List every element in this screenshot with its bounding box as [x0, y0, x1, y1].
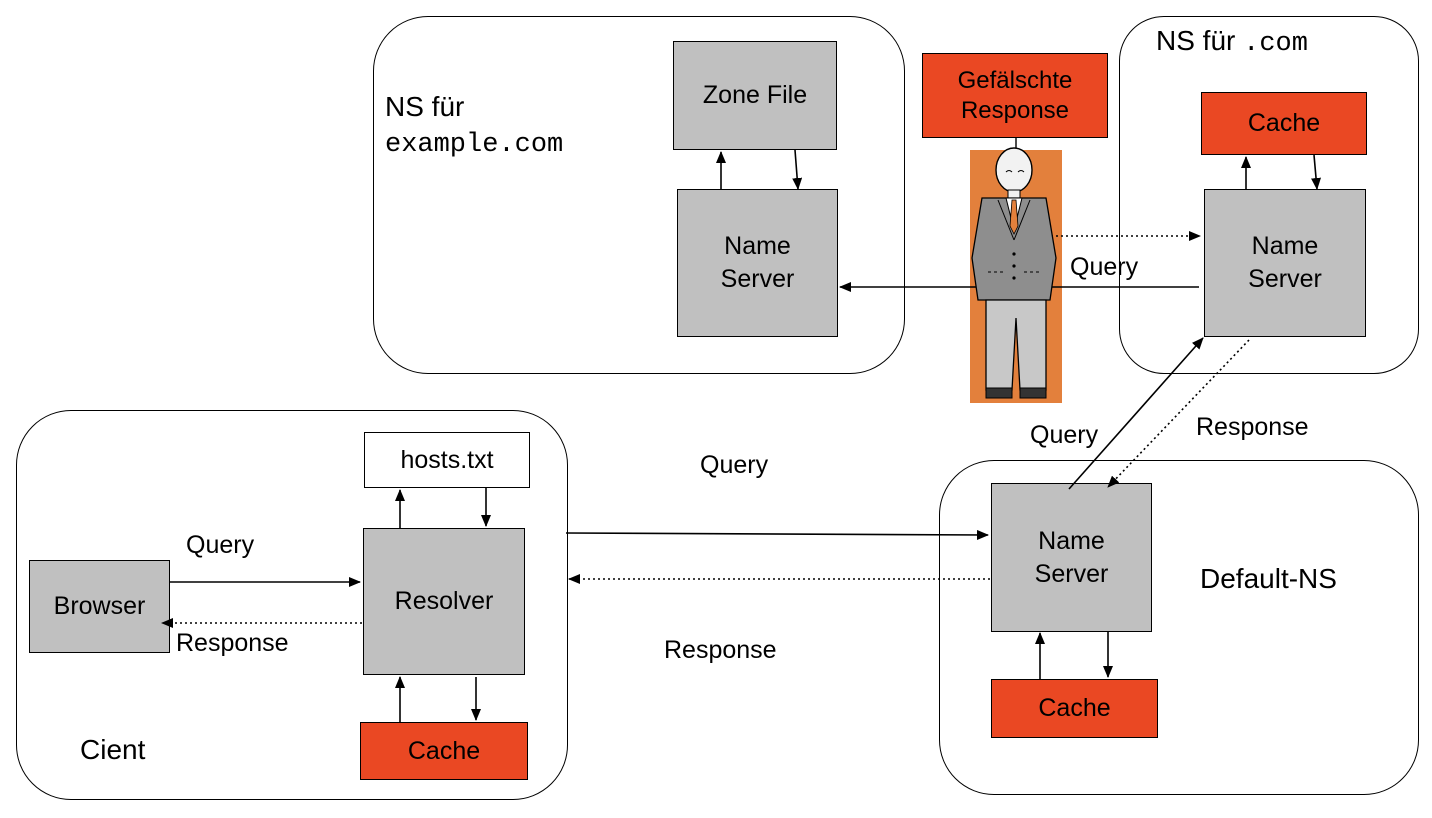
- ns-com-title: NS für .com: [1156, 25, 1308, 60]
- query-top-label: Query: [1070, 253, 1139, 281]
- ns-example-domain: example.com: [385, 130, 564, 160]
- resolver-label: Resolver: [394, 587, 494, 615]
- browser-box: Browser: [29, 560, 170, 653]
- ns-com-cache: Cache: [1201, 92, 1367, 155]
- arrow-query-default-to-com: [1068, 337, 1204, 490]
- ns-example-name-server-line2: Server: [720, 265, 795, 293]
- arrow-zone-to-ns: [792, 149, 803, 190]
- attacker-figure-icon: [971, 138, 1057, 399]
- default-ns-title: Default-NS: [1200, 563, 1337, 594]
- response-center-label: Response: [664, 636, 777, 664]
- zone-file-label: Zone File: [702, 81, 808, 109]
- default-ns-name-server-line2: Server: [1034, 559, 1109, 588]
- browser-label: Browser: [53, 592, 146, 620]
- fake-response-line1: Gefälschte: [957, 66, 1073, 94]
- query-center-label: Query: [700, 451, 769, 479]
- ns-com-title-domain: .com: [1243, 29, 1308, 59]
- ns-com-name-server-line2: Server: [1248, 265, 1322, 293]
- hosts-file-label: hosts.txt: [400, 445, 494, 474]
- arrow-response-com-to-default: [1107, 339, 1250, 488]
- default-ns-cache: Cache: [991, 679, 1158, 738]
- arrow-com-cache-to-ns: [1311, 154, 1322, 190]
- client-cache: Cache: [360, 722, 528, 780]
- client-title: Cient: [80, 734, 146, 765]
- arrow-query-resolver-to-default: [565, 529, 989, 540]
- default-ns-cache-label: Cache: [1038, 694, 1111, 722]
- ns-example-title: NS für: [385, 91, 465, 122]
- ns-example-name-server-line1: Name: [724, 232, 791, 260]
- ns-com-cache-label: Cache: [1247, 109, 1321, 137]
- client-query-label: Query: [186, 531, 255, 559]
- client-response-label: Response: [176, 629, 289, 657]
- default-ns-name-server-line1: Name: [1038, 526, 1105, 555]
- response-diagonal-label: Response: [1196, 413, 1309, 441]
- query-diagonal-label: Query: [1030, 421, 1099, 449]
- zone-file-box: Zone File: [673, 41, 837, 150]
- resolver-box: Resolver: [363, 528, 525, 675]
- fake-response-line2: Response: [960, 96, 1070, 124]
- ns-com-name-server-line1: Name: [1251, 232, 1319, 260]
- hosts-file-box: hosts.txt: [364, 432, 530, 488]
- client-cache-label: Cache: [407, 736, 481, 765]
- ns-com-title-text: NS für: [1156, 25, 1236, 56]
